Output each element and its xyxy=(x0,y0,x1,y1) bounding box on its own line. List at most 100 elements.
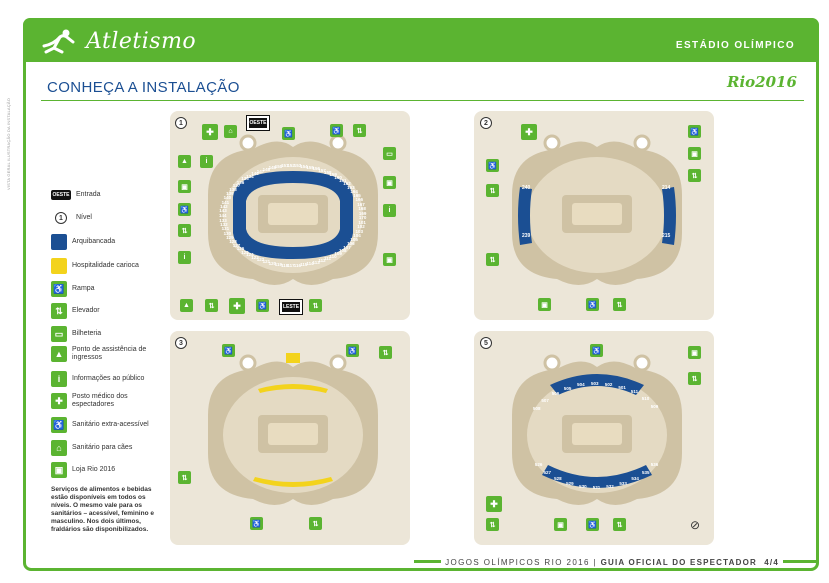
ticket-assistance-icon: ▲ xyxy=(180,299,193,312)
section-label: 155 xyxy=(306,164,314,170)
dog-toilet-icon: ⌂ xyxy=(51,440,67,456)
stadium-map-level-5 xyxy=(512,354,682,505)
section-label: 113 xyxy=(312,260,320,266)
section-label: 138 xyxy=(229,187,237,193)
section-label: 158 xyxy=(324,169,332,175)
section-label: 102 xyxy=(357,224,365,230)
entrance-tag-west: OESTE xyxy=(246,115,270,131)
stadium-map-level-3 xyxy=(208,353,378,505)
elevator-icon: ⇅ xyxy=(486,184,499,197)
accessible-toilet-icon: ♿ xyxy=(250,517,263,530)
sport-logo: Atletismo xyxy=(40,28,196,54)
legend-item-dog-toilet: ⌂ Sanitário para cães xyxy=(51,440,132,456)
level-circle-icon: 1 xyxy=(55,212,67,224)
section-label: 507 xyxy=(541,397,549,403)
section-label: 107 xyxy=(343,244,351,250)
shop-bag-icon: ▣ xyxy=(688,147,701,160)
section-label: 128 xyxy=(229,238,237,244)
shop-bag-icon: ▣ xyxy=(178,180,191,193)
footer: JOGOS OLÍMPICOS RIO 2016 | GUIA OFICIAL … xyxy=(441,558,783,567)
elevator-icon: ⇅ xyxy=(613,518,626,531)
legend-item-ramp: ♿ Rampa xyxy=(51,281,95,297)
section-label: 105 xyxy=(350,237,358,242)
section-label: 528 xyxy=(554,476,562,482)
section-label: 157 xyxy=(318,167,326,173)
section-label: 161 xyxy=(339,178,347,184)
entrance-tag-east: LESTE xyxy=(279,299,303,315)
elevator-icon: ⇅ xyxy=(688,372,701,385)
accessible-toilet-icon: ♿ xyxy=(51,417,67,433)
section-label: 502 xyxy=(604,381,613,387)
info-icon: i xyxy=(51,371,67,387)
level-number: 5 xyxy=(480,337,492,349)
section-label: 164 xyxy=(350,188,358,194)
section-label: 504 xyxy=(577,382,585,388)
section-label: 505 xyxy=(563,385,572,391)
section-label: 169 xyxy=(358,210,367,216)
dog-toilet-icon: ⌂ xyxy=(224,125,237,138)
section-label: 153 xyxy=(293,163,302,169)
section-label: 240 xyxy=(522,185,531,191)
shop-bag-icon: ▣ xyxy=(538,298,551,311)
accessible-toilet-icon: ♿ xyxy=(586,298,599,311)
legend-item-shop: ▣ Loja Rio 2016 xyxy=(51,462,115,478)
elevator-icon: ⇅ xyxy=(688,169,701,182)
section-label: 103 xyxy=(355,228,363,234)
accessible-toilet-icon: ♿ xyxy=(178,203,191,216)
medical-cross-icon: ✚ xyxy=(486,496,502,512)
legend-item-info: i Informações ao público xyxy=(51,371,144,387)
page-title: CONHEÇA A INSTALAÇÃO xyxy=(47,79,240,96)
section-label: 143 xyxy=(219,208,227,214)
section-label: 118 xyxy=(281,262,289,268)
section-label: 139 xyxy=(226,191,234,196)
medical-cross-icon: ✚ xyxy=(229,298,245,314)
legend-item-accessible-toilet: ♿ Sanitário extra-acessível xyxy=(51,417,149,433)
entrance-tag-icon: OESTE xyxy=(51,190,71,200)
section-label: 142 xyxy=(220,203,228,209)
ramp-icon: ♿ xyxy=(346,344,359,357)
section-label: 501 xyxy=(618,384,626,390)
section-label: 119 xyxy=(274,261,283,267)
section-label: 527 xyxy=(543,469,552,475)
accessible-toilet-icon: ♿ xyxy=(256,299,269,312)
section-label: 144 xyxy=(219,213,227,218)
section-label: 112 xyxy=(318,258,326,264)
ticket-assistance-icon: ▲ xyxy=(178,155,191,168)
section-label: 509 xyxy=(650,403,659,409)
section-label: 156 xyxy=(312,165,320,171)
section-label: 117 xyxy=(287,262,295,268)
section-label: 159 xyxy=(329,172,337,178)
medical-cross-icon: ✚ xyxy=(51,393,67,409)
section-label: 147 xyxy=(256,168,265,174)
level-number: 3 xyxy=(175,337,187,349)
section-label: 116 xyxy=(293,262,302,268)
shop-bag-icon: ▣ xyxy=(383,253,396,266)
panel-level-1: 1 OESTE LESTE ✚ ⌂ ♿ ♿ ⇅ ▭ ▲ i ▣ ▣ i ♿ ⇅ … xyxy=(170,111,410,320)
rio2016-logo: Rio2016 xyxy=(727,73,797,91)
section-label: 150 xyxy=(274,164,283,170)
panel-level-3: 3 ♿ ♿ ⇅ ⇅ ♿ ⇅ xyxy=(170,331,410,545)
legend-item-elevator: ⇅ Elevador xyxy=(51,303,100,319)
section-label: 109 xyxy=(334,251,342,257)
accessible-toilet-icon: ♿ xyxy=(282,127,295,140)
section-label: 151 xyxy=(281,163,289,169)
shop-bag-icon: ▣ xyxy=(51,462,67,478)
section-label: 104 xyxy=(353,232,361,238)
hospitality-swatch-icon xyxy=(51,258,67,274)
level-number: 1 xyxy=(175,117,187,129)
elevator-icon: ⇅ xyxy=(613,298,626,311)
ticket-assistance-icon: ▲ xyxy=(51,346,67,362)
section-label: 526 xyxy=(534,461,543,467)
section-label: 120 xyxy=(268,260,277,266)
section-label: 503 xyxy=(590,381,599,387)
section-label: 162 xyxy=(343,181,351,187)
info-icon: i xyxy=(383,204,396,217)
section-label: 141 xyxy=(221,199,230,205)
section-label: 130 xyxy=(223,230,232,236)
legend-item-entrance: OESTE Entrada xyxy=(51,190,101,200)
stadium-map-level-2 xyxy=(512,134,682,285)
section-label: 106 xyxy=(347,240,355,246)
section-label: 536 xyxy=(650,462,659,468)
